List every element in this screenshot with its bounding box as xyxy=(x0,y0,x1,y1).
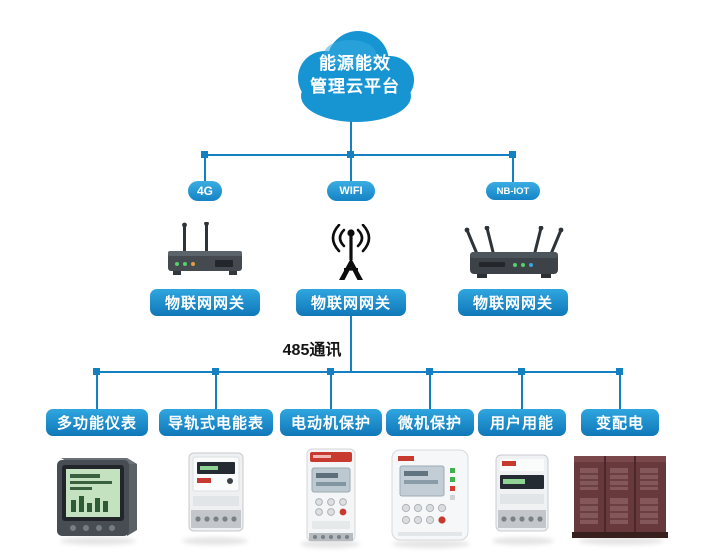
connector-line xyxy=(619,371,621,409)
junction-dot xyxy=(426,368,433,375)
motor-protector-icon xyxy=(299,446,363,549)
wifi-antenna-icon xyxy=(319,223,383,287)
energy-meter-icon xyxy=(488,452,556,543)
panel-meter-icon xyxy=(53,448,141,545)
junction-dot xyxy=(93,368,100,375)
badge-wifi: WIFI xyxy=(327,181,375,201)
cloud-platform-label: 能源能效 管理云平台 xyxy=(280,24,430,126)
gateway-button-nbiot: 物联网网关 xyxy=(458,289,568,316)
cloud-label-line2: 管理云平台 xyxy=(310,77,400,96)
din-meter-icon xyxy=(180,450,252,543)
connector-line xyxy=(350,116,352,156)
protection-panel-icon xyxy=(388,446,472,549)
junction-dot xyxy=(212,368,219,375)
node-button-motor-protection: 电动机保护 xyxy=(280,409,382,436)
badge-4g: 4G xyxy=(188,181,222,201)
junction-dot xyxy=(616,368,623,375)
gateway-button-wifi: 物联网网关 xyxy=(296,289,406,316)
cloud-platform-node xyxy=(280,24,430,126)
connector-line xyxy=(204,154,206,184)
junction-dot xyxy=(518,368,525,375)
node-button-micro-protection: 微机保护 xyxy=(386,409,474,436)
router-4g-icon xyxy=(159,221,251,289)
router-nbiot-icon xyxy=(457,225,569,289)
cloud-icon xyxy=(298,31,414,122)
node-button-rail-meter: 导轨式电能表 xyxy=(159,409,273,436)
bus-485-label: 485通讯 xyxy=(282,342,342,359)
junction-dot xyxy=(347,151,354,158)
device-shadow xyxy=(578,537,664,545)
device-shadow xyxy=(60,537,136,545)
device-shadow xyxy=(492,537,554,545)
junction-dot xyxy=(201,151,208,158)
connector-line xyxy=(350,154,352,184)
connector-line xyxy=(204,154,514,156)
connector-line xyxy=(512,154,514,184)
connector-line xyxy=(429,371,431,409)
badge-nbiot: NB-IOT xyxy=(486,182,540,200)
connector-line xyxy=(96,371,98,409)
node-button-distribution: 变配电 xyxy=(581,409,659,436)
connector-line xyxy=(96,371,622,373)
gateway-button-4g: 物联网网关 xyxy=(150,289,260,316)
cloud-label-line1: 能源能效 xyxy=(319,54,391,73)
switchgear-cabinet-icon xyxy=(572,452,668,543)
connector-line xyxy=(350,316,352,372)
node-button-multifunction-meter: 多功能仪表 xyxy=(46,409,148,436)
junction-dot xyxy=(327,368,334,375)
node-button-user-energy: 用户用能 xyxy=(478,409,566,436)
junction-dot xyxy=(509,151,516,158)
connector-line xyxy=(330,371,332,409)
connector-line xyxy=(521,371,523,409)
connector-line xyxy=(215,371,217,409)
device-shadow xyxy=(300,540,360,548)
device-shadow xyxy=(182,537,248,545)
device-shadow xyxy=(392,540,470,548)
